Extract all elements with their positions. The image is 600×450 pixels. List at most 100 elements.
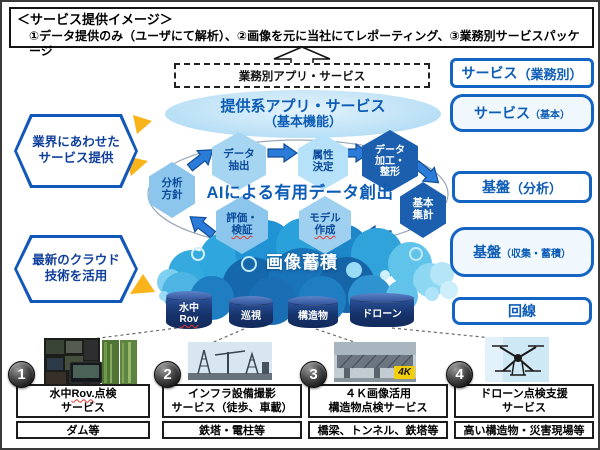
service-4-target-box: 高い構造物・災害現場等 (454, 421, 594, 439)
4k-badge: 4K (394, 366, 415, 379)
layer-label: 回線 (508, 303, 536, 319)
layer-service-basic: サービス（基本） (450, 94, 594, 132)
service-3-title-box: ４Ｋ画像活用 構造物点検サービス (308, 384, 448, 418)
db-drone: ドローン (350, 293, 414, 327)
step-label: 決定 (312, 161, 334, 173)
service-number-label: 4 (455, 366, 464, 383)
photo-bridge-4k: 4K (334, 342, 416, 382)
service-target-label: 鉄塔・電柱等 (199, 425, 265, 437)
layer-platform-analysis: 基盤（分析） (452, 171, 592, 203)
title-part-wavy: Rov. (71, 387, 95, 400)
db-structure: 構造物 (288, 296, 338, 328)
step-label: 集計 (412, 209, 434, 221)
ai-cycle-title: AIによる有用データ創出 (206, 184, 394, 202)
service-target-label: 橋梁、トンネル、鉄塔等 (317, 425, 439, 437)
service-1-title-box: 水中Rov.点検 サービス (16, 384, 150, 418)
bridge-image (334, 342, 416, 382)
layer-line: 回線 (452, 297, 592, 325)
callout-cloud-tech: 最新のクラウド 技術を活用 (14, 235, 138, 303)
db-label: 巡視 (241, 310, 261, 322)
callout-triangle-icon (130, 274, 155, 294)
layer-label: サービス (474, 105, 530, 121)
layer-sublabel: （分析） (509, 180, 562, 196)
service-number-label: 2 (163, 366, 172, 383)
step-label: 検証 (231, 224, 253, 236)
callout-industry-inner: 業界にあわせた サービス提供 (17, 117, 135, 185)
step-label: 抽出 (228, 160, 250, 172)
step-label: モデル (309, 212, 341, 225)
underwater-rov-image (44, 338, 137, 388)
db-label: 水中 (179, 303, 199, 314)
connector-line (208, 328, 245, 345)
callout-cloud-tech-line1: 最新のクラウド (32, 253, 120, 268)
service-4-number: 4 (446, 361, 473, 388)
service-target-label: 高い構造物・災害現場等 (463, 425, 585, 437)
drone-image (485, 337, 549, 382)
title-part: 水中 (49, 387, 72, 400)
arrow-analysis-to-extract (186, 149, 214, 172)
service-target-label: ダム等 (66, 425, 100, 437)
business-app-service-label: 業務別アプリ・サービス (238, 70, 366, 83)
service-2-title-line1: インフラ設備撮影 (188, 387, 276, 400)
db-photo-connectors (83, 327, 503, 345)
infrastructure-image (188, 342, 272, 380)
service-4-title-line1: ドローン点検支援 (480, 387, 568, 400)
step-label: データ (223, 148, 255, 161)
step-label: 属性 (312, 149, 334, 162)
service-3-title-line2: 構造物点検サービス (328, 402, 428, 414)
provided-app-service-ellipse: 提供系アプリ・サービス （基本機能） (165, 90, 441, 138)
layer-label: 基盤 (481, 179, 510, 195)
callout-industry-line1: 業界にあわせた (32, 135, 120, 150)
provided-app-service-sublabel: （基本機能） (263, 114, 342, 130)
service-2-title-line2: サービス（徒歩、車載） (171, 402, 293, 414)
step-label: 分析 (161, 177, 183, 190)
callout-industry-line2: サービス提供 (38, 151, 114, 165)
step-label: データ (375, 144, 405, 156)
callout-triangle-icon (133, 115, 152, 134)
layer-platform-collect: 基盤（収集・蓄積） (450, 227, 594, 277)
callout-industry: 業界にあわせた サービス提供 (14, 114, 138, 188)
service-3-target-box: 橋梁、トンネル、鉄塔等 (308, 421, 448, 439)
service-4-title-line2: サービス (502, 402, 546, 414)
service-number-label: 3 (309, 366, 318, 383)
arrow-evaluate-to-analysis (189, 216, 217, 239)
db-patrol: 巡視 (229, 296, 273, 328)
page-subtitle: ①データ提供のみ（ユーザにて解析）、②画像を元に当社にてレポーティング、③業務別… (29, 28, 580, 59)
layer-label: 基盤 (473, 244, 501, 260)
step-label: 基本 (412, 197, 434, 210)
step-label: 方針 (161, 189, 183, 201)
layer-sublabel: （業務別） (517, 66, 583, 82)
title-part: 点検 (94, 387, 117, 400)
service-3-title-line1: ４Ｋ画像活用 (345, 387, 411, 400)
service-1-title-line1: 水中Rov.点検 (49, 387, 116, 401)
service-1-number: 1 (8, 361, 35, 388)
service-3-number: 3 (300, 361, 327, 388)
service-2-number: 2 (154, 361, 181, 388)
layer-sublabel: （基本） (530, 109, 570, 121)
photo-infrastructure (188, 342, 272, 380)
service-2-title-box: インフラ設備撮影 サービス（徒歩、車載） (162, 384, 302, 418)
photo-drone (485, 337, 549, 382)
db-label: 構造物 (298, 310, 328, 322)
page-title: ＜サービス提供イメージ＞ (17, 12, 173, 27)
up-arrow (273, 46, 331, 67)
step-label: 加工・ (375, 155, 405, 167)
connector-line (315, 328, 361, 345)
layer-service-business: サービス（業務別） (450, 58, 594, 88)
step-label: 作成 (314, 224, 336, 236)
db-underwater-rov: 水中 Rov (166, 291, 212, 329)
cloud-storage-label: 画像蓄積 (266, 253, 338, 272)
service-2-target-box: 鉄塔・電柱等 (162, 421, 302, 439)
service-1-target-box: ダム等 (16, 421, 150, 439)
step-label: 評価・ (226, 212, 258, 225)
arrow-extract-to-attribute (267, 142, 299, 164)
business-app-service-box: 業務別アプリ・サービス (174, 63, 430, 88)
layer-sublabel: （収集・蓄積） (501, 248, 571, 260)
service-1-title-line2: サービス (61, 402, 105, 414)
callout-cloud-tech-line2: 技術を活用 (44, 269, 108, 283)
header-box: ＜サービス提供イメージ＞ ①データ提供のみ（ユーザにて解析）、②画像を元に当社に… (9, 7, 594, 58)
service-4-title-box: ドローン点検支援 サービス (454, 384, 594, 418)
db-label: ドローン (362, 308, 402, 320)
service-number-label: 1 (17, 366, 26, 383)
